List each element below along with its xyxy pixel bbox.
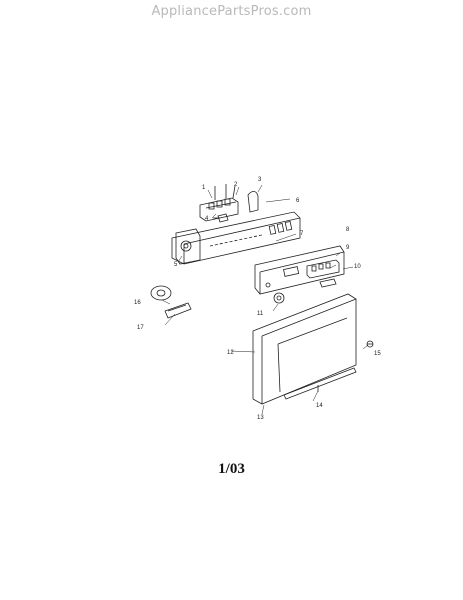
callout-15: 15	[374, 351, 381, 357]
callout-5: 5	[174, 262, 178, 268]
callout-6: 6	[296, 198, 300, 204]
callout-labels: 1 2 3 4 5 6 7 8 9 10 11 12 13 14 15 16 1…	[134, 177, 381, 421]
callout-11: 11	[257, 311, 264, 317]
callout-10: 10	[354, 264, 361, 270]
leader-lines	[161, 184, 369, 415]
callout-12: 12	[227, 350, 234, 356]
part-control-panel-housing	[171, 211, 301, 265]
watermark: AppliancePartsPros.com	[151, 4, 312, 19]
part-handle-strip	[283, 367, 357, 400]
callout-2: 2	[234, 182, 238, 188]
callout-8: 8	[346, 227, 350, 233]
callout-16: 16	[134, 300, 141, 306]
callout-9: 9	[346, 245, 350, 251]
part-button-block	[306, 259, 340, 288]
callout-1: 1	[202, 185, 206, 191]
page-code: 1/03	[218, 461, 245, 477]
part-door-panel	[252, 293, 357, 405]
callout-17: 17	[137, 325, 144, 331]
callout-4: 4	[205, 216, 209, 222]
part-switch-assembly	[199, 184, 259, 223]
part-screw	[366, 340, 374, 348]
callout-7: 7	[300, 231, 304, 237]
part-bracket	[164, 302, 192, 319]
part-facia-panel	[254, 245, 345, 295]
callout-14: 14	[316, 403, 323, 409]
part-round-component	[150, 285, 172, 301]
callout-3: 3	[258, 177, 262, 183]
part-knob	[273, 292, 285, 304]
callout-13: 13	[257, 415, 264, 421]
